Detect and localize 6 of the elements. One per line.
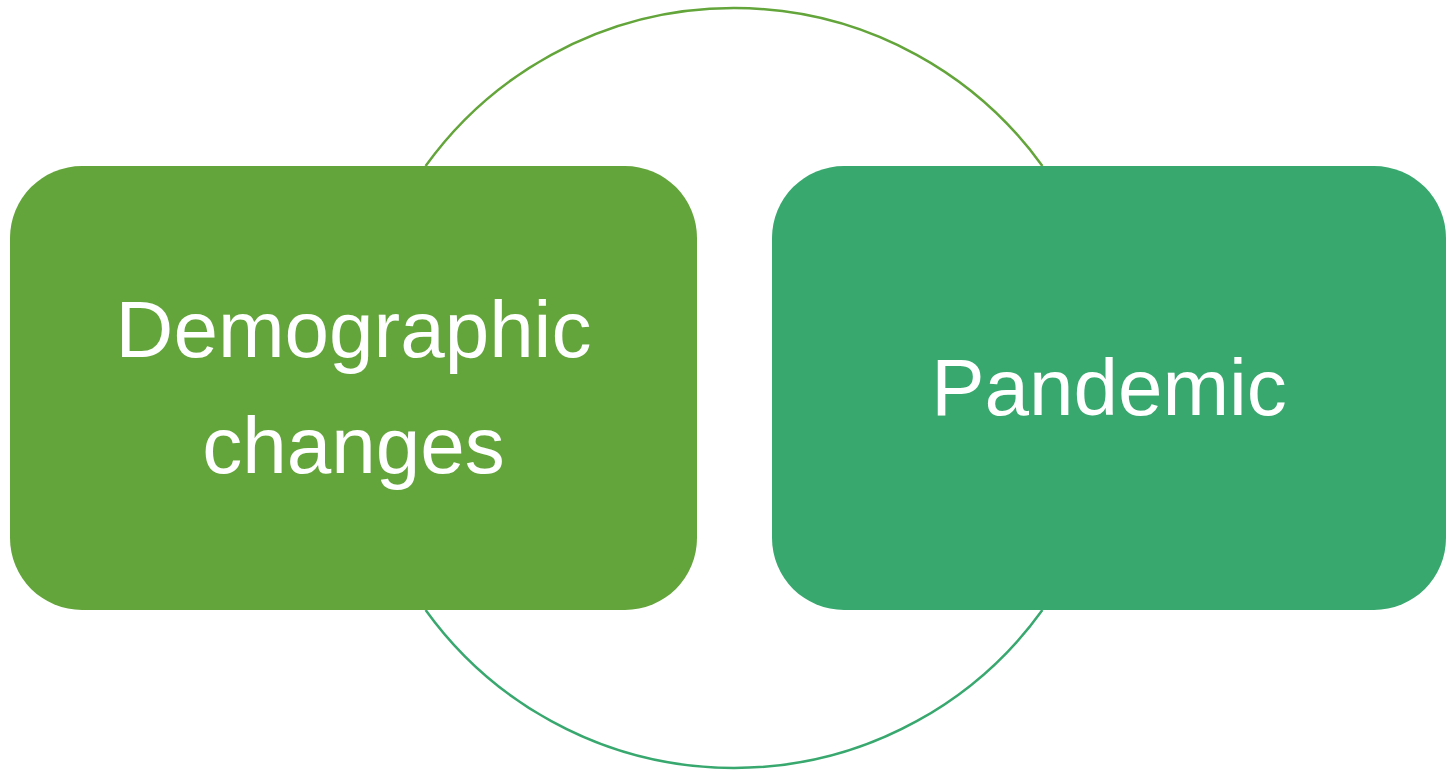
rounded-box [10, 166, 697, 610]
box-label: Demographic changes [114, 284, 593, 492]
arc-connector [424, 609, 1044, 769]
box-label: Pandemic [931, 342, 1287, 434]
arc-connector [424, 7, 1044, 167]
rounded-box [772, 166, 1446, 610]
